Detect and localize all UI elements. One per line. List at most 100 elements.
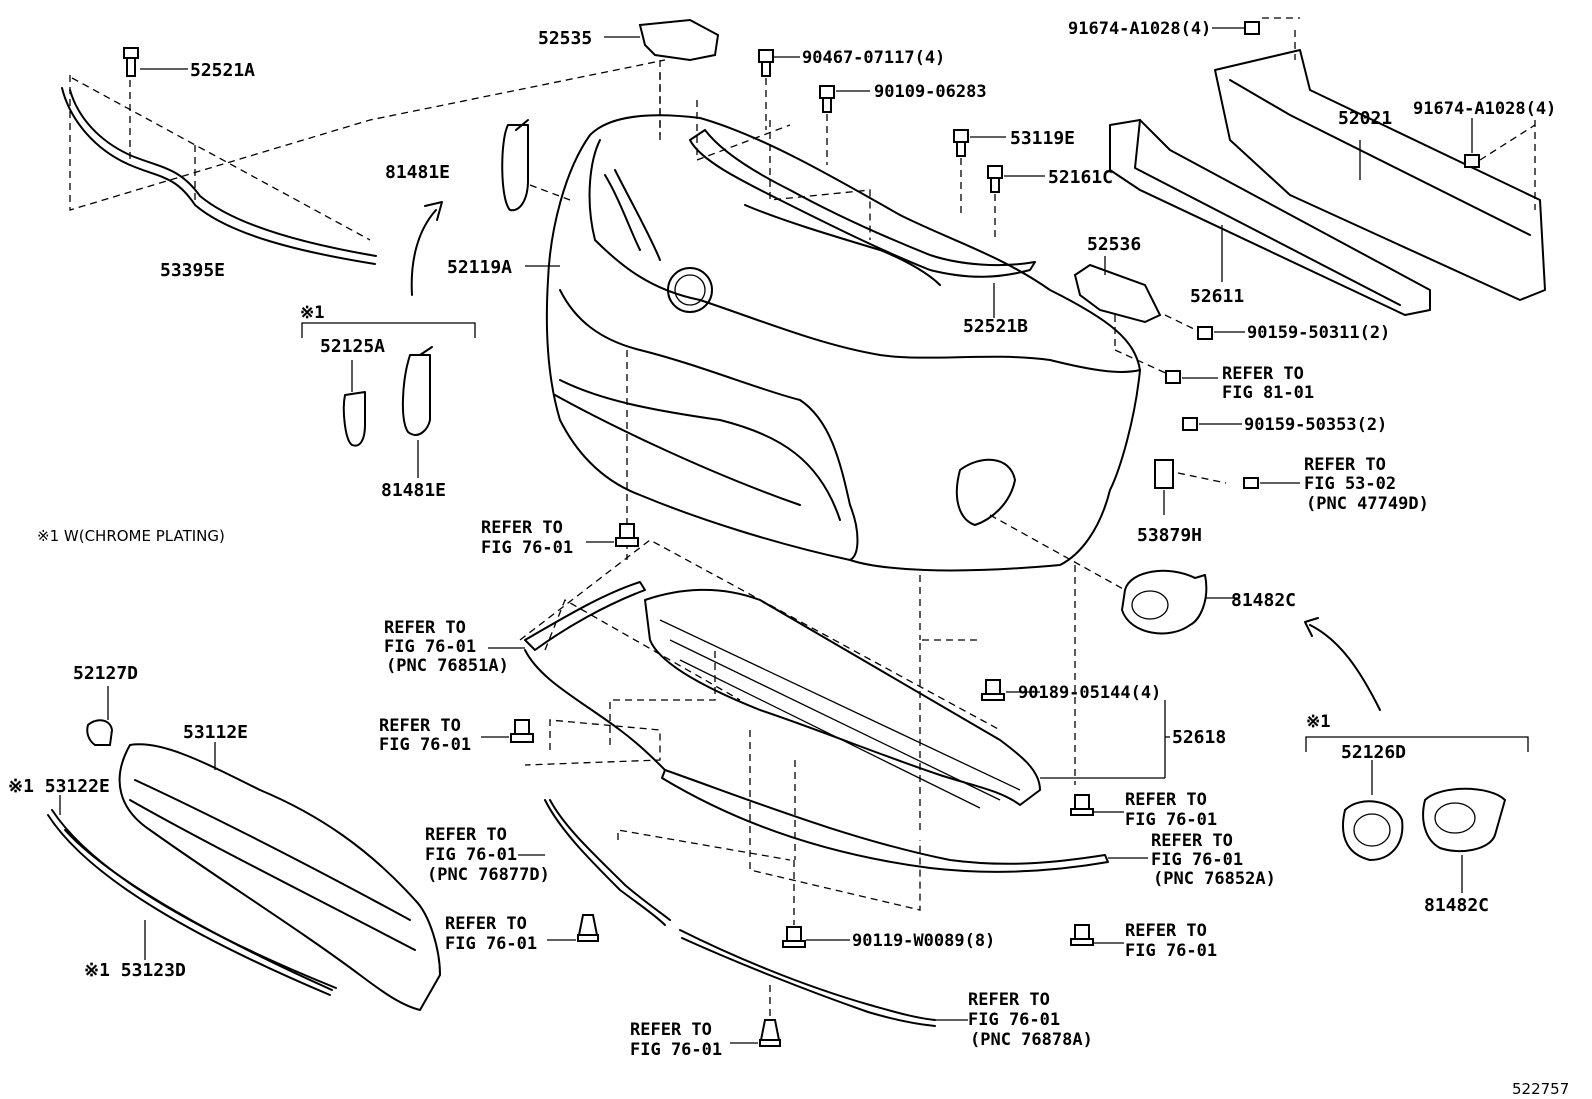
label-52021: 52021 [1338,108,1392,129]
label-90189-05144: 90189-05144(4) [1018,683,1161,703]
bolt-90119-drawing [782,860,850,948]
lower-strips-drawing [519,350,1109,1027]
arrow-head-icon [424,201,443,221]
group-mark-left: ※1 [300,303,324,323]
label-53119e: 53119E [1010,128,1075,149]
sensor-53879h-drawing [1154,459,1300,515]
arrow-up-icon [410,209,437,296]
clip-refer-76-h-drawing [1070,924,1124,946]
grille-52618-drawing [644,588,1170,809]
label-52161c: 52161C [1048,167,1113,188]
label-91674-a1028-right: 91674-A1028(4) [1413,99,1556,119]
ref-76-f-line1: REFER TO [1125,790,1207,810]
clip-refer-76-j-drawing [730,985,781,1047]
bolt-90159-50311-drawing [1164,314,1245,340]
ref-76-i-line2: FIG 76-01 [968,1010,1060,1030]
fastener-52161c-drawing [987,165,1045,240]
ref-76-b-line3: (PNC 76851A) [386,656,509,676]
bolt-91674-top-drawing [1212,17,1300,35]
label-52535: 52535 [538,28,592,49]
ref-76-g-line3: (PNC 76852A) [1153,869,1276,889]
label-53879h: 53879H [1137,525,1202,546]
label-52618: 52618 [1172,727,1226,748]
ref-76-b-line2: FIG 76-01 [384,637,476,657]
molding-53123d-drawing [64,829,333,991]
strip-leaders-drawing [488,647,1148,1021]
bracket-52535-drawing [604,18,720,135]
label-90109-06283: 90109-06283 [874,82,987,102]
ref-76-c-line1: REFER TO [379,716,461,736]
reinforcement-52021-drawing [1214,30,1546,301]
ref-76-i-line3: (PNC 76878A) [970,1030,1093,1050]
ref-53-02-line1: REFER TO [1304,455,1386,475]
retainer-52521b-drawing [659,70,1036,318]
label-91674-a1028-top: 91674-A1028(4) [1068,19,1211,39]
ref-76-d-line1: REFER TO [425,825,507,845]
clip-refer-76-a-drawing [586,523,639,547]
cap-52127d-drawing [86,686,114,746]
bolt-90189-drawing [981,679,1040,701]
ref-76-j-line2: FIG 76-01 [630,1040,722,1060]
ref-76-i-line1: REFER TO [968,990,1050,1010]
ref-76-a-line1: REFER TO [481,518,563,538]
label-90159-50353: 90159-50353(2) [1244,415,1387,435]
label-52611: 52611 [1190,286,1244,307]
ref-76-d-line3: (PNC 76877D) [427,865,550,885]
clip-52521a-drawing [123,47,188,77]
label-52536: 52536 [1087,234,1141,255]
arrow-81482c-icon [1309,624,1381,711]
clip-refer-76-c-drawing [481,719,534,743]
arrow-81482c-head-icon [1304,617,1319,637]
clip-refer-76-f-drawing [1070,794,1124,816]
ref-76-h-line2: FIG 76-01 [1125,941,1217,961]
label-53123d: ※1 53123D [84,960,186,981]
ref-53-02-line3: (PNC 47749D) [1306,494,1429,514]
ref-76-f-line2: FIG 76-01 [1125,810,1217,830]
fastener-53119e-drawing [953,129,1006,215]
label-52126d: 52126D [1341,742,1406,763]
clip-refer-76-e-drawing [547,914,599,942]
fog-bezel-81482c-top-drawing [989,514,1240,635]
group-right-bracket [1305,736,1529,893]
label-81482c-top: 81482C [1231,590,1296,611]
label-52119a: 52119A [447,257,512,278]
ref-81-01-line1: REFER TO [1222,364,1304,384]
label-53112e: 53112E [183,722,248,743]
molding-53395e-drawing [61,59,666,265]
label-90159-50311: 90159-50311(2) [1247,323,1390,343]
bolt-90159-50353-drawing [1182,417,1242,431]
ref-76-c-line2: FIG 76-01 [379,735,471,755]
bolt-91674-right-drawing [1464,118,1536,168]
ref-76-e-line1: REFER TO [445,914,527,934]
group-left-bracket [301,322,476,478]
ref-76-e-line2: FIG 76-01 [445,934,537,954]
ref-76-j-line1: REFER TO [630,1020,712,1040]
label-52521a: 52521A [190,60,255,81]
label-52521b: 52521B [963,316,1028,337]
ref-81-01-line2: FIG 81-01 [1222,383,1314,403]
fastener-90109-drawing [819,85,870,165]
lower-grille-53112e-drawing [118,742,441,1011]
ref-76-b-line1: REFER TO [384,618,466,638]
fastener-90467-drawing [758,49,800,130]
clip-refer-81-01-drawing [1165,370,1218,384]
chrome-plating-note: ※1 W(CHROME PLATING) [37,527,225,545]
absorber-52611-drawing [1109,119,1431,316]
bracket-52536-drawing [1073,256,1171,376]
bumper-cover-52119a-drawing [525,114,1141,572]
label-81481e-bottom: 81481E [381,480,446,501]
label-52125a: 52125A [320,336,385,357]
ref-76-h-line1: REFER TO [1125,921,1207,941]
diagram-id: 522757 [1512,1080,1569,1098]
group-mark-right: ※1 [1306,712,1330,732]
label-81481e-top: 81481E [385,162,450,183]
label-90467-07117: 90467-07117(4) [802,48,945,68]
bezel-81481e-top-drawing [501,119,571,212]
ref-76-d-line2: FIG 76-01 [425,845,517,865]
label-53122e: ※1 53122E [8,776,110,797]
label-53395e: 53395E [160,260,225,281]
ref-76-g-line2: FIG 76-01 [1151,850,1243,870]
ref-76-g-line1: REFER TO [1151,831,1233,851]
label-52127d: 52127D [73,663,138,684]
